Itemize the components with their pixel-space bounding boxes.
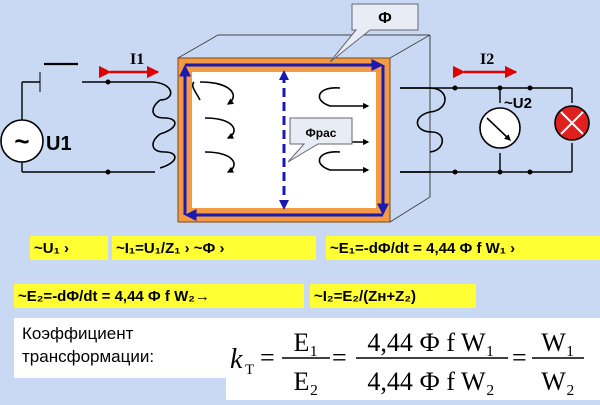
flux-path [179, 59, 389, 221]
secondary-circuit [400, 87, 573, 173]
u2-label: ~U2 [504, 95, 532, 112]
kt-symbol: k [230, 344, 243, 375]
frac-w1: W₁ [541, 328, 575, 357]
u1-label: U1 [46, 133, 72, 155]
formula-e2: ~E₂=-dФ/dt = 4,44 Ф f W₂→ [14, 284, 304, 308]
flux-label: Ф [378, 10, 392, 27]
terminal [497, 85, 503, 91]
kt-formula-svg: k Т = E₁ E₂ = 4,44 Ф f W₁ 4,44 Ф f W₂ = … [230, 328, 584, 396]
voltmeter-icon [479, 107, 521, 149]
eq-1: = [260, 343, 275, 372]
i2-label: I2 [480, 51, 494, 68]
formula-i2: ~I₂=E₂/(Zн+Z₂) [310, 284, 476, 308]
terminal [527, 85, 533, 91]
coefficient-line2: трансформации: [22, 347, 155, 366]
formula-u1: ~U₁ › [30, 236, 108, 260]
terminal [497, 169, 503, 175]
frac-mid-den: 4,44 Ф f W₂ [367, 367, 494, 396]
kt-formula: k Т = E₁ E₂ = 4,44 Ф f W₁ 4,44 Ф f W₂ = … [226, 318, 600, 400]
frac-e1: E₁ [294, 328, 319, 357]
eq-2: = [332, 343, 347, 372]
eq-3: = [512, 343, 527, 372]
kt-subscript: Т [245, 362, 254, 378]
terminal [105, 169, 111, 175]
leak-flux-callout [287, 117, 353, 163]
frac-e2: E₂ [294, 367, 319, 396]
terminal [452, 169, 458, 175]
terminal [527, 169, 533, 175]
core-perspective-lines [177, 34, 431, 223]
coefficient-label: Коэффициент трансформации: [14, 318, 226, 378]
leak-flux-label: Фрас [306, 126, 337, 140]
terminal [452, 85, 458, 91]
u1-source-symbol [0, 119, 44, 163]
frac-w2: W₂ [541, 367, 575, 396]
i1-label: I1 [130, 51, 144, 68]
primary-winding [108, 81, 235, 173]
formula-e1: ~E₁=-dФ/dt = 4,44 Ф f W₁ › [326, 236, 600, 260]
primary-circuit [21, 62, 108, 173]
terminal [105, 79, 111, 85]
flux-callout [329, 3, 419, 63]
frac-mid-num: 4,44 Ф f W₁ [367, 328, 494, 357]
u1-source-symbol-text: ~ [14, 126, 29, 156]
coefficient-line1: Коэффициент [22, 324, 134, 343]
formula-i1-flux: ~I₁=U₁/Z₁ › ~Ф › [112, 236, 316, 260]
